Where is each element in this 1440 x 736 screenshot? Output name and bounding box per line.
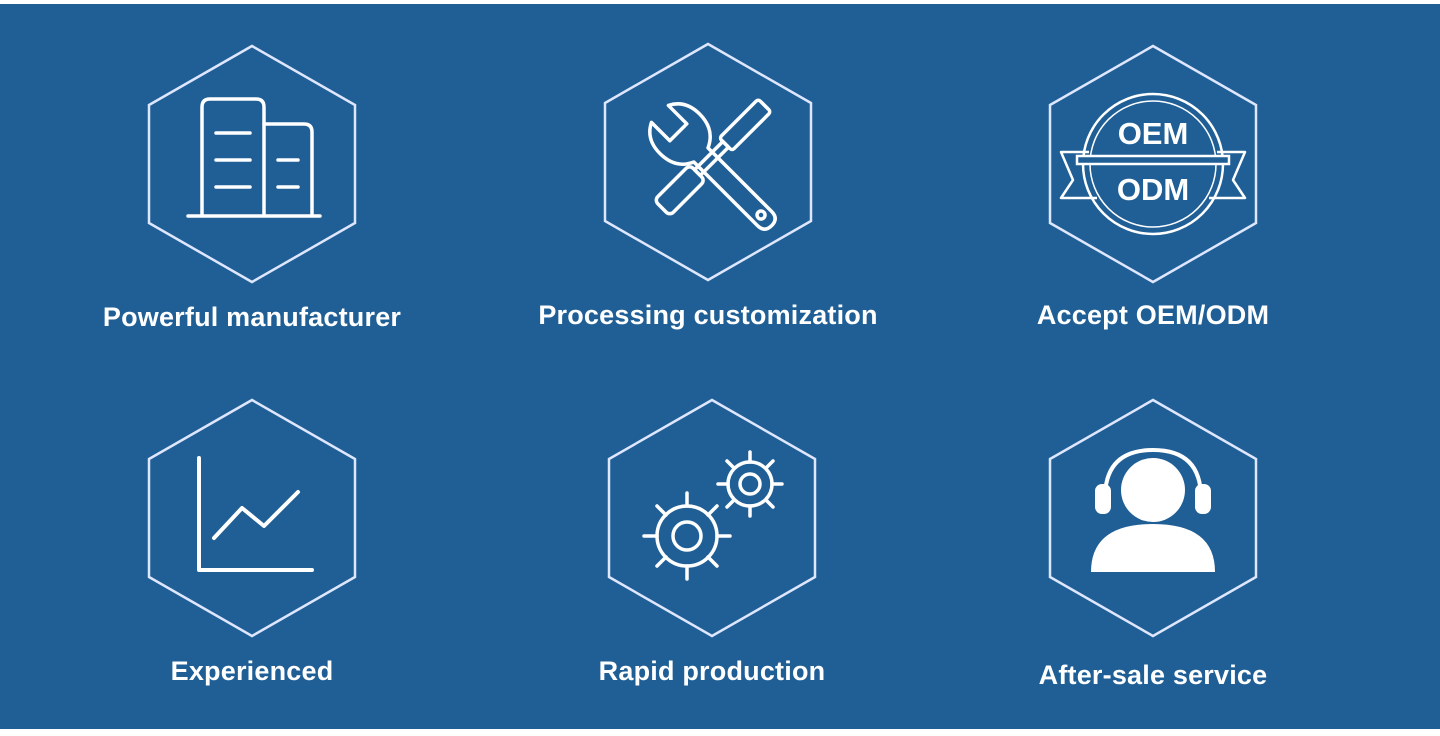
feature-rapid-production: Rapid production (552, 398, 872, 718)
gears-icon (642, 450, 784, 581)
feature-label: After-sale service (1038, 660, 1268, 690)
hexagon-frame (603, 42, 813, 282)
feature-label: Powerful manufacturer (102, 302, 402, 332)
hexagon-frame: OEM ODM (1048, 44, 1258, 284)
feature-label: Rapid production (598, 656, 826, 686)
feature-label: Accept OEM/ODM (1036, 300, 1270, 330)
feature-processing-customization: Processing customization (538, 42, 877, 362)
feature-after-sale-service: After-sale service (993, 398, 1313, 718)
oem-odm-badge-icon: OEM ODM (1059, 92, 1247, 236)
feature-label: Experienced (170, 656, 334, 686)
headset-user-icon (1091, 447, 1215, 572)
hexagon-frame (147, 398, 357, 638)
tools-icon (648, 98, 777, 231)
features-panel: Powerful manufacturer Processing customi… (0, 4, 1440, 729)
feature-experienced: Experienced (92, 398, 412, 718)
badge-bottom-text: ODM (1117, 172, 1189, 207)
feature-powerful-manufacturer: Powerful manufacturer (92, 44, 412, 364)
feature-accept-oem-odm: OEM ODM Accept OEM/ODM (993, 44, 1313, 364)
hexagon-frame (607, 398, 817, 638)
hexagon-frame (147, 44, 357, 284)
badge-top-text: OEM (1118, 116, 1189, 151)
line-chart-icon (197, 456, 314, 572)
feature-label: Processing customization (538, 300, 878, 330)
hexagon-frame (1048, 398, 1258, 638)
buildings-icon (186, 97, 322, 218)
